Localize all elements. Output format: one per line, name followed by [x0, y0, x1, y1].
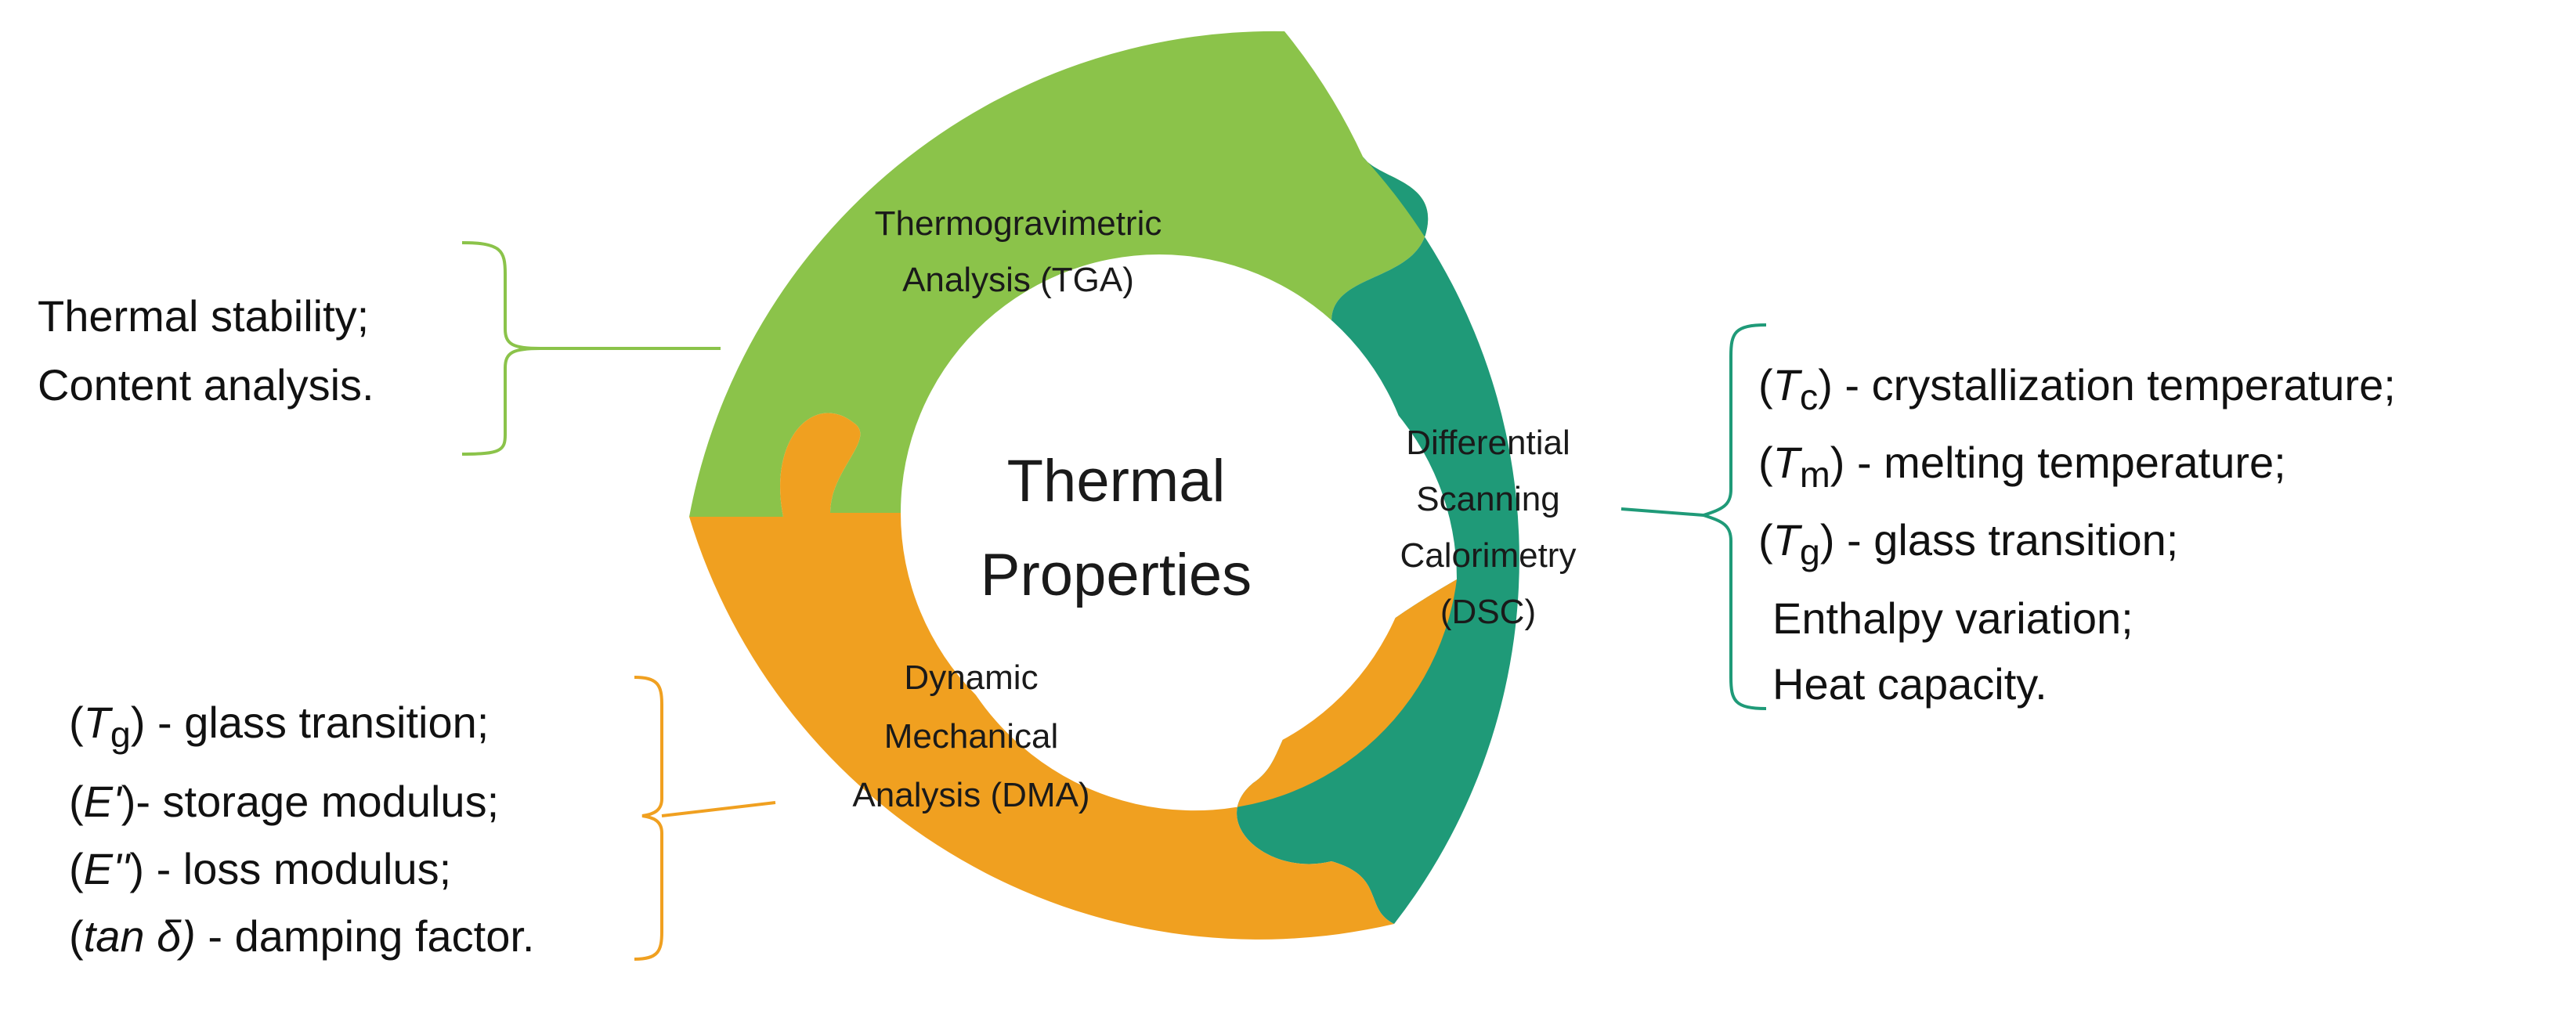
- center-title-line-2: Properties: [981, 542, 1252, 608]
- dma-item-1-symbol: T: [83, 698, 110, 747]
- dsc-item-heat-capacity: Heat capacity.: [1772, 658, 2047, 709]
- dsc-item-3-text: ) - glass transition;: [1819, 515, 2179, 565]
- dma-item-glass-transition: (Tg) - glass transition;: [69, 689, 535, 768]
- dsc-item-2-subscript: m: [1799, 454, 1830, 496]
- dma-item-2-open: (: [69, 777, 84, 827]
- dma-item-3-symbol: E'': [83, 844, 130, 894]
- dsc-label-line-3: Calorimetry: [1400, 536, 1577, 575]
- dsc-item-enthalpy: Enthalpy variation;: [1772, 593, 2133, 643]
- center-title-line-1: Thermal: [1007, 448, 1226, 514]
- tga-bracket: [461, 241, 541, 456]
- dma-item-2-symbol: E': [83, 777, 121, 827]
- dma-item-1-text: ) - glass transition;: [130, 698, 490, 747]
- tga-segment: [689, 31, 1429, 517]
- dsc-item-glass-transition: (Tg) - glass transition;: [1758, 507, 2396, 585]
- dsc-item-1-open: (: [1758, 360, 1773, 409]
- tga-item-content-analysis: Content analysis.: [38, 360, 374, 409]
- dma-item-2-text: )- storage modulus;: [121, 777, 500, 827]
- dma-item-4-symbol: tan δ): [83, 911, 196, 961]
- dma-item-3-text: ) - loss modulus;: [129, 844, 452, 894]
- dma-connector-line: [661, 801, 776, 817]
- dsc-item-1-subscript: c: [1799, 377, 1819, 418]
- dma-item-4-open: (: [69, 911, 84, 961]
- dsc-item-1-symbol: T: [1772, 360, 1800, 409]
- dsc-connector-line: [1620, 507, 1704, 517]
- dma-item-4-text: - damping factor.: [195, 911, 535, 961]
- tga-properties-list: Thermal stability; Content analysis.: [38, 282, 374, 420]
- dma-item-loss-modulus: (E'') - loss modulus;: [69, 835, 535, 903]
- dsc-item-2-symbol: T: [1772, 438, 1800, 488]
- dsc-properties-list: (Tc) - crystallization temperature; (Tm)…: [1758, 352, 2396, 717]
- dma-item-1-open: (: [69, 698, 84, 747]
- dma-bracket: [634, 676, 663, 961]
- dsc-label-line-4: (DSC): [1440, 593, 1536, 631]
- tga-item-thermal-stability: Thermal stability;: [38, 291, 370, 341]
- dsc-item-2-text: ) - melting temperature;: [1830, 438, 2286, 488]
- dsc-label-line-1: Differential: [1406, 424, 1570, 462]
- dsc-label-line-2: Scanning: [1416, 480, 1559, 518]
- dsc-item-melting: (Tm) - melting temperature;: [1758, 430, 2396, 507]
- dma-item-1-subscript: g: [110, 714, 131, 756]
- tga-label-line-2: Analysis (TGA): [902, 261, 1134, 299]
- dma-label-line-1: Dynamic: [904, 658, 1038, 697]
- dsc-bracket: [1698, 323, 1767, 710]
- dma-segment: [689, 413, 1457, 940]
- dma-item-damping-factor: (tan δ) - damping factor.: [69, 903, 535, 970]
- dsc-item-3-subscript: g: [1799, 532, 1820, 573]
- dma-item-storage-modulus: (E')- storage modulus;: [69, 768, 535, 835]
- dsc-item-2-open: (: [1758, 438, 1773, 488]
- dsc-item-3-open: (: [1758, 515, 1773, 565]
- dsc-item-3-symbol: T: [1772, 515, 1800, 565]
- dma-properties-list: (Tg) - glass transition; (E')- storage m…: [69, 689, 535, 970]
- dsc-item-1-text: ) - crystallization temperature;: [1818, 360, 2396, 409]
- dma-item-3-open: (: [69, 844, 84, 894]
- dma-label-line-2: Mechanical: [884, 717, 1059, 756]
- center-circle: [901, 254, 1418, 771]
- dma-label-line-3: Analysis (DMA): [852, 776, 1089, 814]
- dsc-item-crystallization: (Tc) - crystallization temperature;: [1758, 352, 2396, 430]
- tga-label-line-1: Thermogravimetric: [875, 204, 1162, 243]
